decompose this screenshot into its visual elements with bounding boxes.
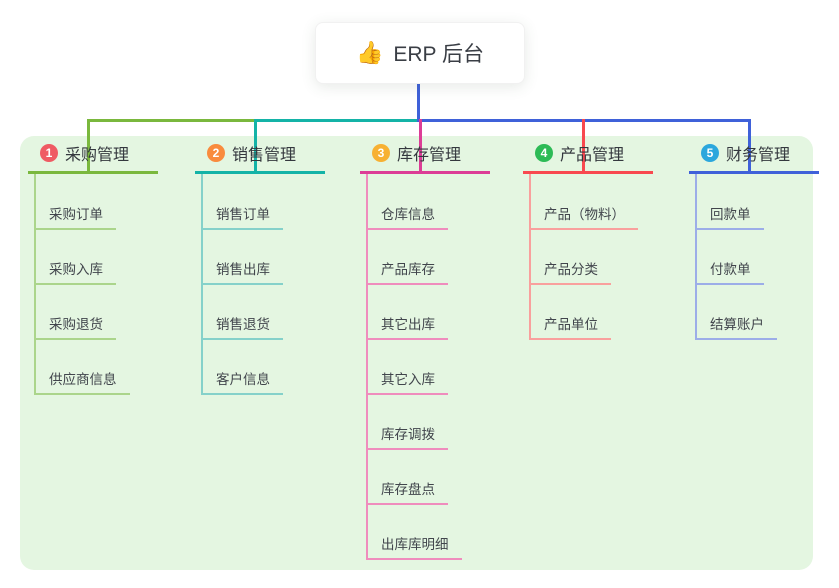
trunk-line-middle: [254, 119, 420, 122]
child-node[interactable]: 仓库信息: [366, 202, 448, 230]
branch-label: 采购管理: [65, 147, 130, 164]
branch-number-badge: 3: [372, 144, 390, 162]
child-node[interactable]: 销售出库: [201, 257, 283, 285]
branch-drop-line: [419, 119, 422, 174]
child-node[interactable]: 其它入库: [366, 367, 448, 395]
branch-number-badge: 1: [40, 144, 58, 162]
child-node[interactable]: 库存盘点: [366, 477, 448, 505]
branch-node[interactable]: 5 财务管理: [689, 143, 819, 174]
branch-node[interactable]: 1 采购管理: [28, 143, 158, 174]
root-label: ERP 后台: [393, 43, 485, 66]
branch-drop-line: [748, 119, 751, 174]
branch-drop-line: [254, 119, 257, 174]
branch-node[interactable]: 4 产品管理: [523, 143, 653, 174]
trunk-line-left: [87, 119, 257, 122]
branch-number-badge: 2: [207, 144, 225, 162]
branch-number-badge: 5: [701, 144, 719, 162]
child-node[interactable]: 供应商信息: [34, 367, 130, 395]
child-node[interactable]: 采购退货: [34, 312, 116, 340]
branch-label: 产品管理: [560, 147, 625, 164]
branch-children-connector: [695, 174, 697, 340]
child-node[interactable]: 产品分类: [529, 257, 611, 285]
child-node[interactable]: 付款单: [695, 257, 764, 285]
branch-number-badge: 4: [535, 144, 553, 162]
child-node[interactable]: 产品（物料）: [529, 202, 638, 230]
child-node[interactable]: 回款单: [695, 202, 764, 230]
child-node[interactable]: 采购订单: [34, 202, 116, 230]
child-node[interactable]: 出库库明细: [366, 532, 462, 560]
branch-drop-line: [582, 119, 585, 174]
thumbs-up-icon: 👍: [355, 40, 384, 65]
branch-node[interactable]: 3 库存管理: [360, 143, 490, 174]
branch-label: 财务管理: [726, 147, 791, 164]
child-node[interactable]: 销售退货: [201, 312, 283, 340]
branch-node[interactable]: 2 销售管理: [195, 143, 325, 174]
child-node[interactable]: 产品单位: [529, 312, 611, 340]
root-stem-line: [417, 82, 420, 122]
child-node[interactable]: 销售订单: [201, 202, 283, 230]
child-node[interactable]: 产品库存: [366, 257, 448, 285]
branch-label: 库存管理: [397, 147, 462, 164]
branch-children-connector: [366, 174, 368, 560]
child-node[interactable]: 其它出库: [366, 312, 448, 340]
child-node[interactable]: 客户信息: [201, 367, 283, 395]
child-node[interactable]: 采购入库: [34, 257, 116, 285]
branch-drop-line: [87, 119, 90, 174]
branches-panel: [20, 136, 813, 570]
branch-label: 销售管理: [232, 147, 297, 164]
branch-children-connector: [529, 174, 531, 340]
root-node[interactable]: 👍 ERP 后台: [315, 22, 525, 84]
child-node[interactable]: 结算账户: [695, 312, 777, 340]
child-node[interactable]: 库存调拨: [366, 422, 448, 450]
